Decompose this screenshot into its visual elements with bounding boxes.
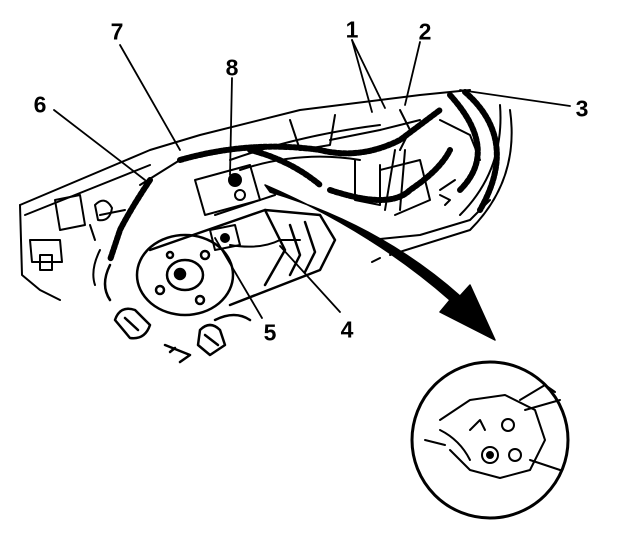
starter-motor: [135, 208, 337, 317]
connectors: [103, 263, 252, 364]
wiring-harness: [107, 89, 500, 263]
wiring-harness-thin: [92, 104, 513, 286]
callout-7: 7: [110, 18, 124, 45]
callout-4: 4: [340, 316, 354, 343]
callout-3: 3: [575, 95, 589, 122]
detail-arrow: [264, 184, 496, 341]
callout-1: 1: [345, 16, 359, 43]
callout-6: 6: [33, 91, 47, 118]
leader-lines: [53, 39, 571, 319]
callout-8: 8: [225, 54, 239, 81]
callout-2: 2: [418, 18, 432, 45]
detail-inset: [410, 360, 570, 520]
callout-5: 5: [263, 319, 277, 346]
solenoid-terminals: [194, 164, 276, 251]
